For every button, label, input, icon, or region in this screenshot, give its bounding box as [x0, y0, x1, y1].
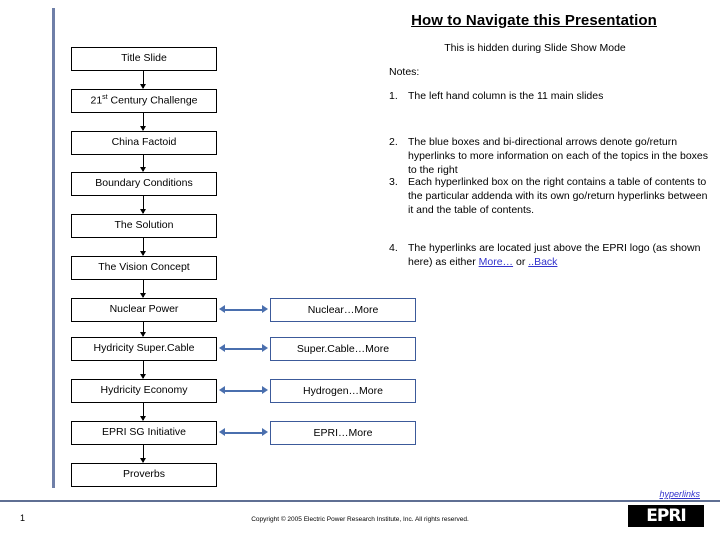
blue-box-supercable-more[interactable]: Super.Cable…More — [270, 337, 416, 361]
note-text: Each hyperlinked box on the right contai… — [408, 176, 708, 217]
flow-box-nuclear-power[interactable]: Nuclear Power — [71, 298, 217, 322]
page-title: How to Navigate this Presentation — [411, 12, 657, 29]
blue-box-epri-more[interactable]: EPRI…More — [270, 421, 416, 445]
bidirectional-arrow-hydrogen — [219, 386, 268, 395]
left-accent-bar — [52, 8, 55, 488]
arrow-left-tip-icon — [219, 305, 225, 313]
note-item-2: 2. The blue boxes and bi-directional arr… — [389, 135, 709, 178]
connector-arrow-5 — [140, 238, 146, 256]
hidden-during-slideshow-note: This is hidden during Slide Show Mode — [444, 42, 626, 54]
epri-logo: EPRI — [628, 505, 704, 527]
flow-box-hydricity-economy[interactable]: Hydricity Economy — [71, 379, 217, 403]
copyright-text: Copyright © 2005 Electric Power Research… — [251, 516, 469, 523]
back-hyperlink[interactable]: ..Back — [528, 256, 558, 269]
bidirectional-arrow-epri — [219, 428, 268, 437]
arrow-right-tip-icon — [262, 386, 268, 394]
page-number: 1 — [20, 513, 26, 523]
arrow-right-tip-icon — [262, 428, 268, 436]
arrow-shaft — [224, 348, 263, 350]
flow-box-the-vision-concept[interactable]: The Vision Concept — [71, 256, 217, 280]
flow-box-the-solution[interactable]: The Solution — [71, 214, 217, 238]
notes-label: Notes: — [389, 66, 420, 78]
connector-arrow-6 — [140, 280, 146, 298]
note-item-4: 4. The hyperlinks are located just above… — [389, 241, 709, 269]
arrow-left-tip-icon — [219, 344, 225, 352]
arrow-left-tip-icon — [219, 386, 225, 394]
flow-box-21st-century-challenge[interactable]: 21st Century Challenge — [71, 89, 217, 113]
arrow-left-tip-icon — [219, 428, 225, 436]
arrow-right-tip-icon — [262, 305, 268, 313]
more-hyperlink[interactable]: More… — [478, 256, 514, 269]
note-number: 3. — [389, 176, 398, 188]
bidirectional-arrow-nuclear — [219, 305, 268, 314]
connector-arrow-1 — [140, 71, 146, 89]
flow-box-epri-sg-initiative[interactable]: EPRI SG Initiative — [71, 421, 217, 445]
flow-box-title-slide[interactable]: Title Slide — [71, 47, 217, 71]
note-item-3: 3. Each hyperlinked box on the right con… — [389, 175, 709, 218]
flow-box-china-factoid[interactable]: China Factoid — [71, 131, 217, 155]
hyperlinks-link[interactable]: hyperlinks — [659, 489, 700, 499]
connector-arrow-10 — [140, 445, 146, 463]
arrow-right-tip-icon — [262, 344, 268, 352]
connector-arrow-9 — [140, 403, 146, 421]
note-item-1: 1. The left hand column is the 11 main s… — [389, 89, 709, 103]
connector-arrow-7 — [140, 322, 146, 337]
note-text-middle: or — [513, 256, 529, 269]
footer-divider — [0, 500, 720, 502]
bidirectional-arrow-supercable — [219, 344, 268, 353]
connector-arrow-3 — [140, 155, 146, 172]
arrow-shaft — [224, 432, 263, 434]
connector-arrow-8 — [140, 361, 146, 379]
note-number: 2. — [389, 136, 398, 148]
flow-box-proverbs[interactable]: Proverbs — [71, 463, 217, 487]
connector-arrow-2 — [140, 113, 146, 131]
note-text: The hyperlinks are located just above th… — [408, 241, 709, 269]
note-number: 1. — [389, 90, 398, 102]
connector-arrow-4 — [140, 196, 146, 214]
blue-box-hydrogen-more[interactable]: Hydrogen…More — [270, 379, 416, 403]
note-text: The blue boxes and bi-directional arrows… — [408, 136, 708, 177]
note-number: 4. — [389, 242, 398, 254]
note-text-before: The hyperlinks are located just above th… — [408, 242, 701, 269]
arrow-shaft — [224, 390, 263, 392]
arrow-shaft — [224, 309, 263, 311]
flow-box-boundary-conditions[interactable]: Boundary Conditions — [71, 172, 217, 196]
flow-box-hydricity-supercable[interactable]: Hydricity Super.Cable — [71, 337, 217, 361]
note-text: The left hand column is the 11 main slid… — [408, 90, 604, 102]
blue-box-nuclear-more[interactable]: Nuclear…More — [270, 298, 416, 322]
